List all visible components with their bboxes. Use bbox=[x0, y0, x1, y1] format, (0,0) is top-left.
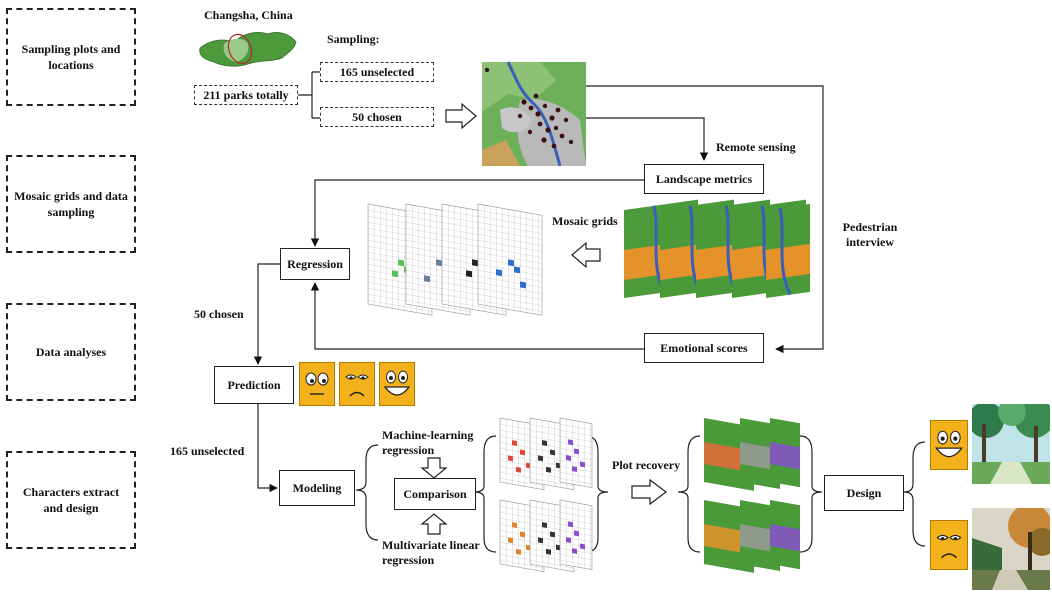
mlr-regression-grids bbox=[499, 499, 593, 573]
connector-emotional-regression bbox=[310, 282, 644, 350]
phase-analyses: Data analyses bbox=[6, 303, 136, 401]
unselected-165-label: 165 unselected bbox=[170, 444, 245, 458]
hollow-arrow-to-grids bbox=[571, 241, 601, 269]
design-happy-face-icon bbox=[930, 420, 968, 470]
regression-box: Regression bbox=[280, 248, 350, 280]
recovery-maps-top bbox=[704, 418, 800, 491]
total-parks-label: 211 parks totally bbox=[203, 87, 289, 102]
landscape-metrics-box: Landscape metrics bbox=[644, 164, 764, 194]
total-parks-box: 211 parks totally bbox=[194, 85, 298, 105]
pedestrian-interview-label: Pedestrian interview bbox=[842, 220, 898, 249]
happy-face-icon bbox=[379, 362, 415, 406]
phase-mosaic-label: Mosaic grids and data sampling bbox=[14, 189, 128, 219]
brace-design bbox=[903, 441, 926, 547]
hollow-arrow-ml-down bbox=[420, 457, 448, 479]
ml-regression-label: Machine-learning regression bbox=[382, 428, 474, 457]
plot-recovery-label: Plot recovery bbox=[612, 458, 681, 472]
mosaic-grids-label: Mosaic grids bbox=[552, 214, 618, 228]
mlr-regression-label: Multivariate linear regression bbox=[382, 538, 480, 567]
prediction-box: Prediction bbox=[214, 366, 294, 404]
landscape-metrics-label: Landscape metrics bbox=[655, 172, 753, 186]
connector-remote-sensing bbox=[586, 117, 709, 161]
connector-prediction-modeling bbox=[257, 404, 278, 493]
phase-analyses-label: Data analyses bbox=[35, 345, 107, 359]
hollow-arrow-to-map bbox=[445, 102, 477, 130]
sad-face-icon bbox=[339, 362, 375, 406]
ml-regression-grids bbox=[499, 417, 593, 491]
modeling-label: Modeling bbox=[292, 481, 342, 495]
phase-mosaic: Mosaic grids and data sampling bbox=[6, 155, 136, 253]
unselected-box: 165 unselected bbox=[320, 62, 434, 82]
emotional-scores-box: Emotional scores bbox=[644, 333, 764, 363]
comparison-box: Comparison bbox=[394, 478, 476, 510]
chosen-box: 50 chosen bbox=[320, 107, 434, 127]
sampling-bracket bbox=[298, 71, 320, 119]
phase-design: Characters extract and design bbox=[6, 451, 136, 549]
comparison-label: Comparison bbox=[403, 487, 467, 501]
neutral-face-icon bbox=[299, 362, 335, 406]
design-sad-face-icon bbox=[930, 520, 968, 570]
regression-label: Regression bbox=[287, 257, 343, 271]
changsha-map-icon bbox=[199, 32, 297, 67]
connector-landscape-regression bbox=[310, 179, 644, 247]
recovery-maps-bottom bbox=[704, 499, 800, 573]
phase-sampling: Sampling plots and locations bbox=[6, 8, 136, 106]
unselected-label: 165 unselected bbox=[339, 64, 415, 79]
prediction-label: Prediction bbox=[227, 378, 281, 392]
brace-recovery-right bbox=[799, 435, 823, 553]
chosen-label: 50 chosen bbox=[352, 109, 402, 124]
connector-pedestrian bbox=[586, 85, 824, 354]
brace-modeling bbox=[355, 444, 379, 541]
modeling-box: Modeling bbox=[279, 470, 355, 506]
chosen-50-label: 50 chosen bbox=[194, 307, 244, 321]
hollow-arrow-mlr-up bbox=[420, 513, 448, 535]
sampling-points-map bbox=[482, 61, 586, 167]
phase-design-label: Characters extract and design bbox=[22, 485, 120, 515]
brace-recovery-left bbox=[677, 435, 701, 553]
grid-sample-stack bbox=[367, 203, 543, 316]
landscape-mosaic-stack bbox=[624, 199, 810, 298]
phase-sampling-label: Sampling plots and locations bbox=[21, 42, 121, 72]
design-box: Design bbox=[824, 475, 904, 511]
park-photo-sunny bbox=[972, 404, 1050, 484]
hollow-arrow-plot-recovery bbox=[631, 478, 667, 506]
emotional-scores-label: Emotional scores bbox=[660, 341, 748, 355]
design-label: Design bbox=[846, 486, 882, 500]
park-photo-cloudy bbox=[972, 508, 1050, 590]
city-label: Changsha, China bbox=[204, 8, 293, 22]
brace-comparison-right bbox=[585, 435, 609, 553]
remote-sensing-label: Remote sensing bbox=[716, 140, 796, 154]
sampling-title: Sampling: bbox=[327, 32, 380, 46]
connector-regression-prediction bbox=[253, 263, 280, 365]
